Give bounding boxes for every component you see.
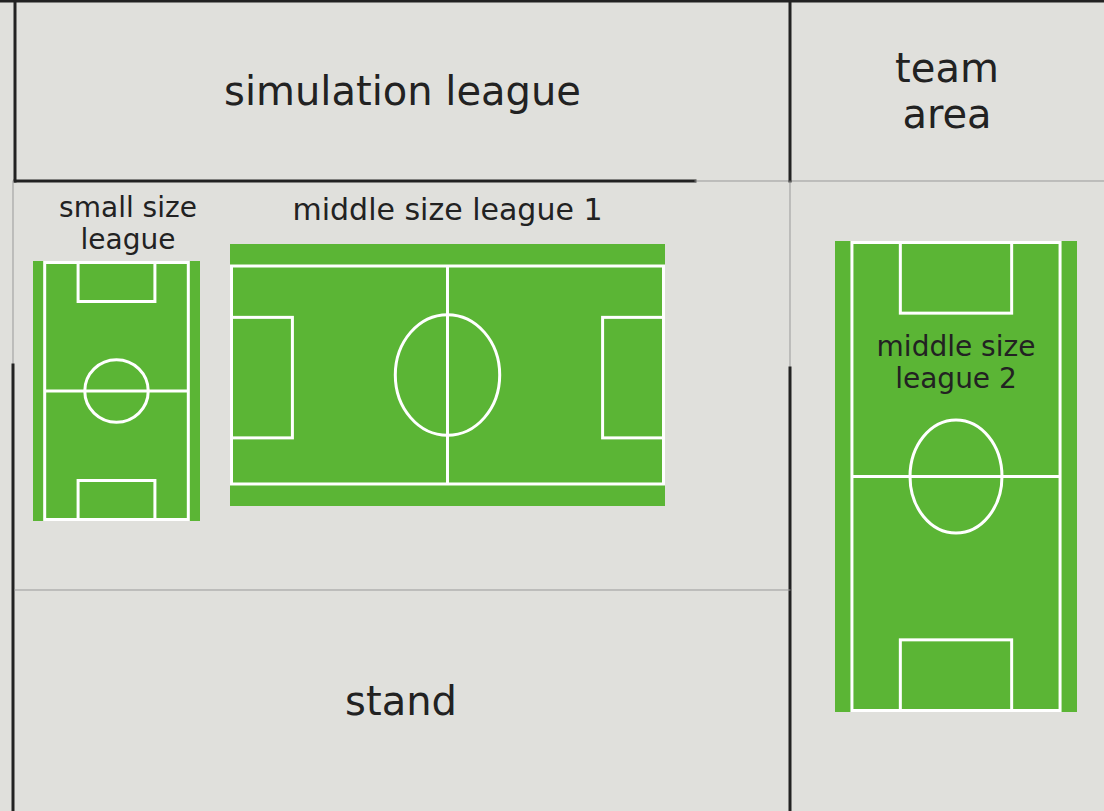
region-area: simulation league <box>15 0 790 181</box>
field-turf <box>230 244 665 506</box>
field-label: middle size league 1 <box>230 193 665 228</box>
area-label: stand <box>345 678 457 724</box>
wall-line <box>15 180 695 183</box>
region-area: team area <box>790 0 1104 181</box>
wall-line <box>14 0 17 181</box>
field-label: small size league <box>33 192 223 256</box>
soccer-field: middle size league 1 <box>230 193 665 506</box>
area-label: team area <box>872 45 1022 137</box>
divider-line <box>13 181 14 365</box>
wall-line <box>789 0 792 181</box>
field-turf <box>835 241 1077 712</box>
wall-line <box>0 0 1104 3</box>
soccer-field-drawing <box>230 244 665 506</box>
wall-line <box>12 365 15 811</box>
area-label: simulation league <box>224 68 581 114</box>
divider-line <box>15 590 790 591</box>
soccer-field-drawing <box>835 241 1077 712</box>
divider-line <box>790 181 791 368</box>
soccer-field-drawing <box>33 261 200 521</box>
soccer-field: middle size league 2 <box>835 241 1077 712</box>
field-markings <box>45 263 189 520</box>
soccer-field: small size league <box>33 192 223 521</box>
field-markings <box>852 243 1060 711</box>
field-markings <box>232 266 664 484</box>
divider-line <box>695 181 1104 182</box>
region-area: stand <box>12 590 790 811</box>
field-label: middle size league 2 <box>855 331 1057 395</box>
field-turf <box>33 261 200 521</box>
